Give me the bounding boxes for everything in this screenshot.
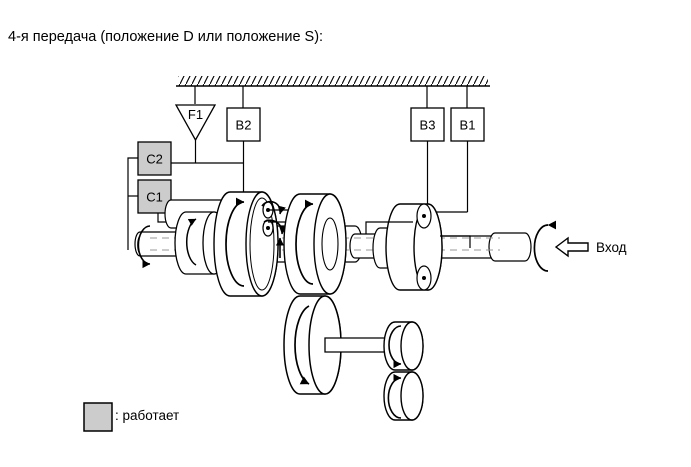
counter-gear-assembly (283, 295, 424, 421)
c1-label: C1 (146, 190, 163, 205)
b1-label: B1 (460, 118, 476, 133)
counter-small-gear-1-rotation-icon (388, 325, 402, 369)
planet-lower-center (422, 276, 426, 280)
page-title: 4-я передача (положение D или положение … (8, 29, 324, 45)
f1-triangle-shape (174, 104, 217, 142)
legend-swatch-box (83, 402, 113, 432)
ground-hatching (176, 76, 490, 87)
ring-3-face-inner (321, 217, 339, 271)
b2-label: B2 (236, 118, 252, 133)
counter-small-gear-2-face (400, 371, 424, 421)
ground-connection-lines (194, 86, 468, 108)
drum-1-rotation-icon (185, 218, 197, 266)
element-c1[interactable]: C1 (128, 179, 186, 223)
ring-3-rotation-icon (295, 199, 314, 285)
planetary-carrier-right (365, 203, 471, 291)
output-shaft-end (137, 225, 151, 269)
counter-gear-rotation-icon (294, 305, 310, 385)
input-label: Вход (596, 240, 627, 255)
input-shaft-tip (488, 232, 532, 262)
input-rotation-arc-icon (533, 220, 557, 272)
input-arrow-icon (554, 236, 589, 258)
pinion-lower-center (266, 226, 270, 230)
element-b1[interactable]: B1 (412, 107, 485, 222)
input-indicator: Вход (533, 220, 627, 272)
b3-label: B3 (420, 118, 436, 133)
pinion-rotation-icon-1 (261, 200, 286, 215)
b3-box-shape (410, 107, 445, 142)
element-c2[interactable]: C2 (127, 141, 244, 250)
b1-box-shape (450, 107, 485, 142)
legend-label: : работает (115, 408, 180, 423)
gear-ring-3 (283, 193, 347, 295)
c2-label: C2 (146, 152, 163, 167)
b3-carrier-linkage (365, 221, 413, 234)
element-b3[interactable]: B3 (410, 107, 445, 228)
c2-left-link (127, 157, 138, 250)
f1-label: F1 (188, 107, 203, 122)
ring-right-linkage (440, 235, 471, 248)
counter-small-gear-2-rotation-icon (387, 373, 402, 419)
planet-upper-center (422, 214, 426, 218)
legend-swatch (83, 402, 113, 432)
element-f1[interactable]: F1 (174, 104, 217, 163)
ring-2-rotation-icon (225, 197, 245, 287)
counter-small-gear-1-face (400, 321, 424, 371)
ring-2-face-inner (249, 197, 275, 291)
output-rotation-arc-icon (137, 225, 151, 269)
